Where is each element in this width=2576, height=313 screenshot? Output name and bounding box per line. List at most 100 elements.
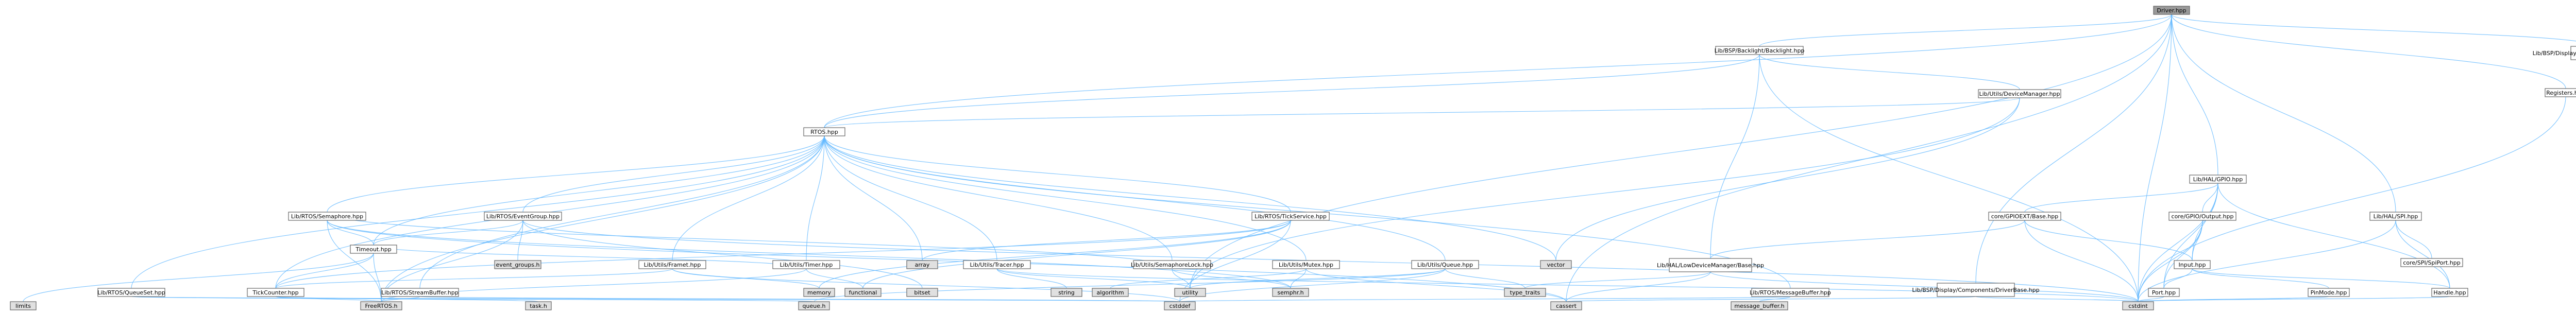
node-framequeue[interactable]: Lib/Utils/Framet.hpp xyxy=(638,260,706,269)
node-timerhpp[interactable]: Lib/Utils/Timer.hpp xyxy=(772,260,840,269)
node-box xyxy=(803,288,835,297)
node-box xyxy=(1988,212,2061,221)
node-label: Input.hpp xyxy=(2179,262,2206,268)
edge-rtos-to-timeout xyxy=(373,135,825,246)
node-box xyxy=(1050,288,1082,297)
node-functional: functional xyxy=(844,288,882,297)
node-label: event_groups.h xyxy=(496,262,540,268)
edge-semlock-to-semaphore xyxy=(327,212,1173,269)
node-queueset[interactable]: Lib/RTOS/QueueSet.hpp xyxy=(97,288,165,297)
node-tmpl[interactable]: Lib/BSP/Display/Components/Template.hpp xyxy=(2533,46,2576,60)
edge-ldmbase-to-cstdint xyxy=(1710,271,2139,302)
node-array: array xyxy=(906,260,938,269)
edge-halgpio-to-inputhpp xyxy=(2192,183,2218,261)
edge-ldmbase-to-typetraits xyxy=(1524,271,1711,289)
node-handle[interactable]: Handle.hpp xyxy=(2431,288,2468,297)
edge-rtos-to-tracer xyxy=(824,135,997,261)
node-tracer[interactable]: Lib/Utils/Tracer.hpp xyxy=(963,260,1031,269)
node-box xyxy=(1731,301,1788,310)
node-registers[interactable]: Registers.hpp xyxy=(2545,88,2576,97)
node-label: utility xyxy=(1182,289,1198,296)
node-backlight[interactable]: Lib/BSP/Backlight/Backlight.hpp xyxy=(1715,46,1805,55)
node-box xyxy=(2400,258,2463,267)
node-box xyxy=(803,127,845,136)
node-rtos[interactable]: RTOS.hpp xyxy=(803,127,845,136)
node-devmgr[interactable]: Lib/Utils/DeviceManager.hpp xyxy=(1978,89,2061,98)
edge-layer xyxy=(23,14,2576,302)
edge-ticksvc-to-tickcounter xyxy=(275,220,1291,289)
node-box xyxy=(381,288,459,297)
node-label: task.h xyxy=(530,303,547,309)
node-label: Lib/RTOS/MessageBuffer.hpp xyxy=(1750,289,1831,296)
edge-eventgroup-to-eventgroups_h xyxy=(517,220,523,261)
node-label: Lib/HAL/GPIO.hpp xyxy=(2193,176,2243,183)
node-tickcounter[interactable]: TickCounter.hpp xyxy=(247,288,304,297)
node-mutex[interactable]: Lib/Utils/Mutex.hpp xyxy=(1272,260,1340,269)
node-gpioextbase[interactable]: core/GPIOEXT/Base.hpp xyxy=(1988,212,2061,221)
node-msgbufferhpp[interactable]: Lib/RTOS/MessageBuffer.hpp xyxy=(1750,288,1831,297)
node-porthpp[interactable]: Port.hpp xyxy=(2148,288,2180,297)
edge-semlock-to-utility xyxy=(1172,268,1191,289)
node-semaphore[interactable]: Lib/RTOS/Semaphore.hpp xyxy=(288,212,366,221)
edge-mutex-to-cassert xyxy=(1306,268,1567,302)
node-box xyxy=(97,288,165,297)
edge-eventgroup-to-timeout xyxy=(373,220,523,246)
node-box xyxy=(772,260,840,269)
node-spiport[interactable]: core/SPI/SpiPort.hpp xyxy=(2400,258,2463,267)
node-box xyxy=(1272,288,1309,297)
edge-root-to-displaydrvbase xyxy=(1975,14,2172,284)
edge-gpiooutput-to-cstdint xyxy=(2138,220,2203,302)
node-streambuffer[interactable]: Lib/RTOS/StreamBuffer.hpp xyxy=(381,288,459,297)
node-semlock[interactable]: Lib/Utils/SemaphoreLock.hpp xyxy=(1131,260,1213,269)
node-box xyxy=(2174,260,2211,269)
node-box xyxy=(1133,260,1211,269)
node-timeout[interactable]: Timeout.hpp xyxy=(350,245,397,254)
edge-rtos-to-timerhpp xyxy=(806,135,825,261)
node-label: Lib/BSP/Backlight/Backlight.hpp xyxy=(1715,47,1805,54)
node-eventgroups_h: event_groups.h xyxy=(494,260,541,269)
node-label: cstdint xyxy=(2128,303,2148,309)
node-label: Lib/Utils/SemaphoreLock.hpp xyxy=(1131,262,1213,268)
node-box xyxy=(1174,288,1206,297)
node-label: Port.hpp xyxy=(2152,289,2176,296)
node-label: core/GPIOEXT/Base.hpp xyxy=(1991,213,2059,220)
node-displaydrvbase[interactable]: Lib/BSP/Display/Components/DriverBase.hp… xyxy=(1912,283,2040,297)
node-label: queue.h xyxy=(803,303,826,309)
node-ticksvc[interactable]: Lib/RTOS/TickService.hpp xyxy=(1251,212,1330,221)
node-gpiooutput[interactable]: core/GPIO/Output.hpp xyxy=(2168,212,2236,221)
node-queuehpp[interactable]: Lib/Utils/Queue.hpp xyxy=(1411,260,1479,269)
node-root[interactable]: Driver.hpp xyxy=(2153,6,2190,15)
node-label: vector xyxy=(1547,262,1565,268)
node-box xyxy=(350,245,397,254)
node-box xyxy=(1272,260,1340,269)
edge-inputhpp-to-porthpp xyxy=(2163,268,2193,289)
edge-semlock-to-semph xyxy=(1172,268,1291,289)
node-inputhpp[interactable]: Input.hpp xyxy=(2174,260,2211,269)
node-box xyxy=(638,260,706,269)
edge-root-to-halgpio xyxy=(2171,14,2218,176)
node-halspi[interactable]: Lib/HAL/SPI.hpp xyxy=(2369,212,2422,221)
node-box xyxy=(2148,288,2180,297)
edge-halgpio-to-gpioextbase xyxy=(2024,183,2218,213)
edge-backlight-to-rtos xyxy=(824,54,1760,128)
edge-devmgr-to-rtos xyxy=(824,97,2020,128)
node-eventgroup[interactable]: Lib/RTOS/EventGroup.hpp xyxy=(484,212,562,221)
node-halgpio[interactable]: Lib/HAL/GPIO.hpp xyxy=(2189,175,2247,184)
node-box xyxy=(1092,288,1129,297)
node-label: Lib/Utils/DeviceManager.hpp xyxy=(1979,91,2060,97)
node-label: semphr.h xyxy=(1277,289,1303,296)
node-box xyxy=(906,288,938,297)
node-ldmbase[interactable]: Lib/HAL/LowDeviceManager/Base.hpp xyxy=(1657,258,1764,272)
node-label: PinMode.hpp xyxy=(2311,289,2347,296)
node-label: Lib/RTOS/EventGroup.hpp xyxy=(486,213,560,220)
node-label: type_traits xyxy=(1510,289,1540,296)
node-label: message_buffer.h xyxy=(1734,303,1784,309)
node-label: TickCounter.hpp xyxy=(252,289,298,296)
node-label: memory xyxy=(807,289,831,296)
node-box xyxy=(1251,212,1330,221)
node-box xyxy=(844,288,882,297)
node-pinmode[interactable]: PinMode.hpp xyxy=(2308,288,2350,297)
node-label: string xyxy=(1058,289,1075,296)
edge-tracer-to-string xyxy=(996,268,1067,289)
node-box xyxy=(2122,301,2154,310)
